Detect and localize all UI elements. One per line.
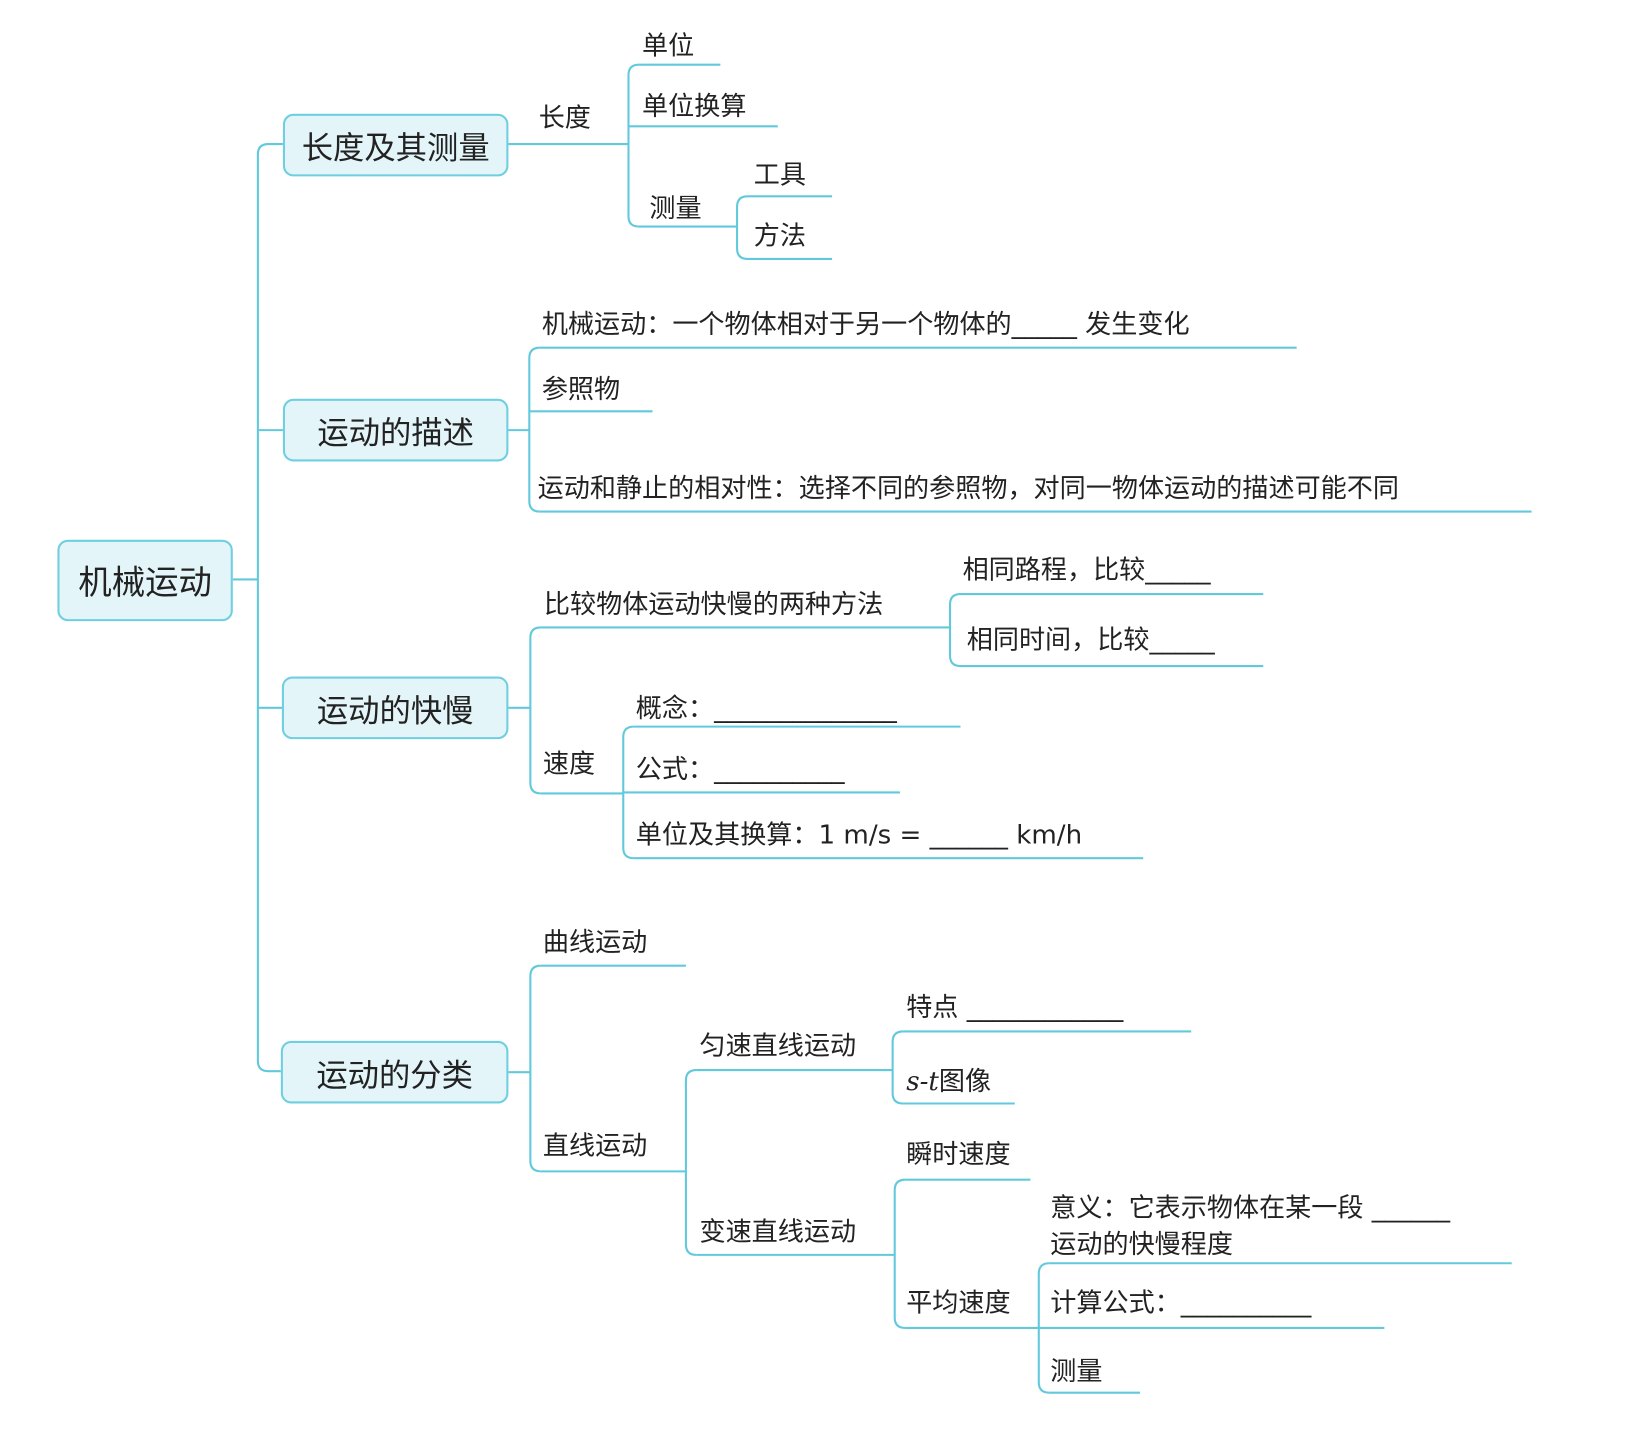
leaf-same-distance: 相同路程，比较_____: [962, 554, 1211, 585]
leaf-uniform-linear-motion: 匀速直线运动: [699, 1030, 857, 1061]
leaf-measure: 测量: [649, 193, 702, 224]
leaf-unit-conversion: 单位换算: [642, 90, 747, 122]
leaf-length: 长度: [538, 102, 591, 133]
node-motion-classification: 运动的分类: [280, 1040, 509, 1104]
leaf-linear-motion: 直线运动: [542, 1130, 648, 1161]
leaf-calc-formula: 计算公式：__________: [1050, 1287, 1312, 1318]
leaf-method: 方法: [753, 220, 806, 251]
leaf-curvilinear-motion: 曲线运动: [542, 927, 648, 958]
leaf-formula: 公式：__________: [635, 753, 845, 785]
leaf-compare-methods: 比较物体运动快慢的两种方法: [543, 588, 884, 620]
leaf-unit: 单位: [642, 30, 695, 61]
leaf-unit-conversion-speed: 单位及其换算：1 m/s = ______ km/h: [635, 819, 1083, 850]
leaf-reference-object: 参照物: [541, 373, 621, 405]
leaf-same-time: 相同时间，比较_____: [966, 624, 1215, 655]
leaf-mechanical-motion-definition: 机械运动：一个物体相对于另一个物体的_____ 发生变化: [541, 309, 1190, 340]
node-length-measurement: 长度及其测量: [282, 113, 509, 177]
leaf-tool: 工具: [753, 159, 806, 191]
leaf-relativity: 运动和静止的相对性：选择不同的参照物，对同一物体运动的描述可能不同: [537, 472, 1399, 504]
leaf-meaning-line1: 意义：它表示物体在某一段 ______: [1050, 1192, 1451, 1223]
leaf-instantaneous-speed: 瞬时速度: [906, 1139, 1011, 1170]
st-variable: s-t: [906, 1065, 939, 1097]
leaf-velocity: 速度: [542, 748, 596, 779]
leaf-concept: 概念：______________: [635, 693, 897, 724]
leaf-feature: 特点 ____________: [906, 991, 1124, 1023]
leaf-variable-linear-motion: 变速直线运动: [699, 1216, 857, 1247]
root-node: 机械运动: [57, 539, 233, 622]
leaf-avg-measure: 测量: [1050, 1356, 1103, 1387]
graph-label: 图像: [938, 1065, 992, 1097]
leaf-st-graph: s-t图像: [906, 1064, 991, 1099]
node-motion-speed: 运动的快慢: [281, 676, 509, 740]
node-motion-description: 运动的描述: [282, 398, 509, 462]
leaf-meaning-line2: 运动的快慢程度: [1050, 1228, 1233, 1260]
leaf-average-speed: 平均速度: [906, 1287, 1011, 1318]
